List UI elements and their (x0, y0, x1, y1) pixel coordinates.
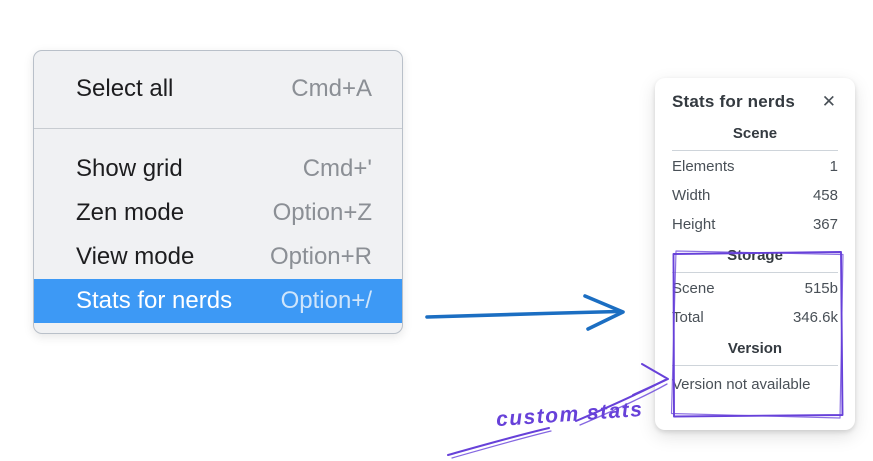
menu-item-shortcut: Option+Z (272, 199, 372, 226)
pointer-arrow-icon (425, 294, 625, 331)
stat-label: Scene (672, 280, 715, 297)
stat-row-scene-storage: Scene 515b (672, 279, 838, 298)
section-heading: Scene (732, 125, 778, 142)
section-rule (672, 272, 838, 273)
menu-item-view-mode[interactable]: View mode Option+R (34, 235, 402, 279)
stat-row-elements: Elements 1 (672, 157, 838, 176)
context-menu: Select all Cmd+A Show grid Cmd+' Zen mod… (33, 50, 403, 334)
stat-label: Elements (672, 158, 735, 175)
menu-section-top: Select all Cmd+A (34, 51, 402, 128)
menu-item-label: Zen mode (76, 199, 185, 226)
menu-item-select-all[interactable]: Select all Cmd+A (34, 67, 402, 111)
section-rule (672, 150, 838, 151)
section-heading: Version (727, 340, 783, 357)
stats-panel: Stats for nerds ✕ Scene Elements 1 Width… (655, 78, 855, 430)
menu-item-stats-for-nerds[interactable]: Stats for nerds Option+/ (34, 279, 402, 323)
stats-panel-title: Stats for nerds (672, 91, 795, 111)
menu-item-zen-mode[interactable]: Zen mode Option+Z (34, 191, 402, 235)
menu-item-shortcut: Cmd+A (291, 75, 372, 102)
menu-item-label: View mode (76, 243, 195, 270)
stat-row-height: Height 367 (672, 215, 838, 234)
stat-value: 367 (812, 216, 838, 233)
stats-panel-header: Stats for nerds ✕ (672, 91, 838, 112)
section-heading: Storage (727, 247, 783, 264)
stat-label: Height (672, 216, 716, 233)
menu-item-shortcut: Option+/ (280, 287, 372, 314)
menu-item-show-grid[interactable]: Show grid Cmd+' (34, 147, 402, 191)
menu-item-shortcut: Option+R (269, 243, 372, 270)
menu-divider (34, 128, 402, 129)
section-rule (672, 365, 838, 366)
stat-row-width: Width 458 (672, 186, 838, 205)
menu-item-label: Select all (76, 75, 174, 102)
version-note: Version not available (672, 376, 811, 393)
stat-value: 346.6k (792, 309, 838, 326)
stat-value: 1 (829, 158, 838, 175)
stats-section-version: Version Version not available (672, 340, 838, 394)
menu-item-shortcut: Cmd+' (302, 155, 372, 182)
menu-section-bottom: Show grid Cmd+' Zen mode Option+Z View m… (34, 129, 402, 333)
stat-value: 515b (804, 280, 838, 297)
stat-row-total-storage: Total 346.6k (672, 308, 838, 327)
menu-item-label: Stats for nerds (76, 287, 233, 314)
annotation-stroke-icon (447, 427, 552, 459)
annotation-label: custom stats (495, 397, 645, 432)
stats-section-storage: Storage Scene 515b Total 346.6k (672, 247, 838, 327)
stat-label: Width (672, 187, 711, 204)
stat-value: 458 (812, 187, 838, 204)
menu-item-label: Show grid (76, 155, 183, 182)
stats-section-scene: Scene Elements 1 Width 458 Height 367 (672, 125, 838, 234)
stat-label: Total (672, 309, 704, 326)
close-icon[interactable]: ✕ (821, 92, 836, 111)
